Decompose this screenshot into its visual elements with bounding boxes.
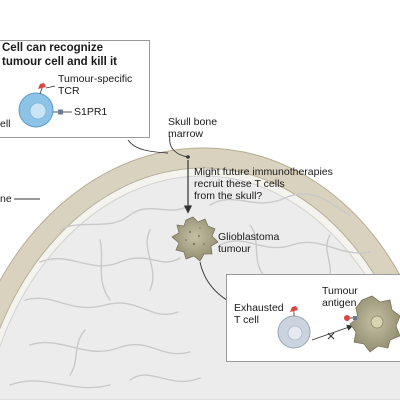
antigen-label-line2: antigen [322,297,357,309]
exhausted-label-line1: Exhausted [234,302,284,314]
marrow-dot [186,155,190,159]
bone-label-fragment: ne [0,193,12,205]
box-heading-line1: Cell can recognize [2,42,103,54]
question-line1: Might future immunotherapies [194,166,333,178]
tumour-label-line1: Glioblastoma [218,231,280,243]
exhausted-label-line2: T cell [234,314,259,326]
box-heading-line2: tumour cell and kill it [2,56,118,68]
tumour-label-line2: tumour [218,243,251,255]
tcr-label-line1: Tumour-specific [58,73,133,85]
tcell-recognition-box [0,40,150,138]
glioblastoma-tumour-icon [171,216,219,262]
box-leader-line [127,139,169,154]
brain-folds [9,193,400,389]
skull-marrow-label-line2: marrow [168,128,204,140]
s1pr1-label: S1PR1 [74,106,108,118]
marrow-leader-line [169,135,189,158]
tcr-label-line2: TCR [58,85,80,97]
question-line3: from the skull? [194,190,263,202]
skull-marrow-label-line1: Skull bone [168,116,218,128]
cell-label-fragment: ell [0,118,11,130]
question-line2: recruit these T cells [194,178,285,190]
tumour-texture [185,227,205,246]
antigen-label-line1: Tumour [322,285,358,297]
